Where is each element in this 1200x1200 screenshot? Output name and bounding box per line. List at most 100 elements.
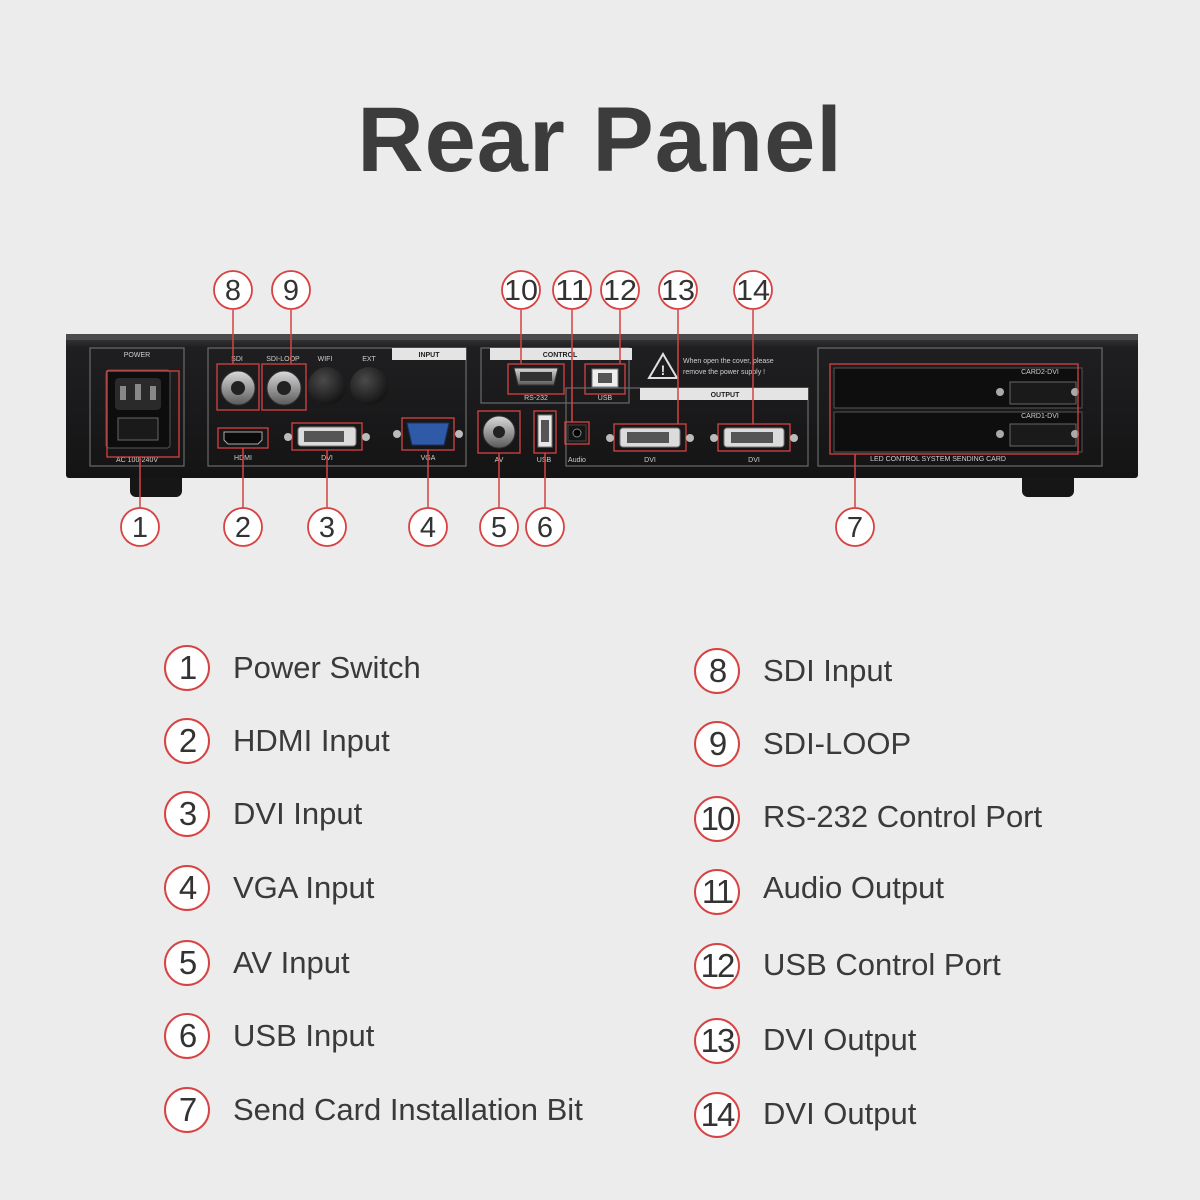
legend-number: 2 — [164, 718, 210, 764]
power-pin-center — [135, 384, 141, 400]
callout-circle-1 — [120, 507, 160, 547]
ext-label: EXT — [362, 356, 376, 363]
legend-label: RS-232 Control Port — [763, 799, 1043, 834]
dvi-output-2-screw-right — [790, 434, 798, 442]
callout-circle-8 — [213, 270, 253, 310]
power-panel — [89, 347, 185, 467]
warning-exclamation-icon: ! — [661, 362, 666, 378]
legend-number: 5 — [164, 940, 210, 986]
bottom-leader-lines — [139, 448, 856, 508]
usb-control-label: USB — [598, 395, 613, 402]
callout-box-12 — [584, 363, 626, 395]
power-pin-left — [120, 386, 126, 400]
ext-antenna-cap — [350, 367, 388, 405]
callout-circle-7 — [835, 507, 875, 547]
legend-number: 4 — [164, 865, 210, 911]
callout-box-7 — [829, 363, 1079, 455]
output-tab — [640, 388, 808, 400]
callout-circle-14 — [733, 270, 773, 310]
card2-label: CARD2-DVI — [1021, 369, 1059, 376]
legend-label: DVI Output — [763, 1022, 917, 1057]
dvi-output-1-label: DVI — [644, 457, 656, 464]
input-panel — [207, 347, 467, 467]
control-tab — [490, 348, 632, 360]
dvi-output-1-screw-right — [686, 434, 694, 442]
vga-screw-right — [455, 430, 463, 438]
callout-box-11 — [564, 421, 590, 445]
input-label: INPUT — [419, 352, 441, 359]
callout-number-3: 3 — [319, 512, 335, 544]
dvi-input-screw-right — [362, 433, 370, 441]
legend-label: AV Input — [233, 945, 350, 980]
power-label: POWER — [124, 352, 150, 359]
callout-circle-2 — [223, 507, 263, 547]
hdmi-port — [223, 431, 263, 445]
control-label: CONTROL — [543, 352, 578, 359]
dvi-input-pins — [304, 431, 344, 442]
callout-number-6: 6 — [537, 512, 553, 544]
legend-label: HDMI Input — [233, 723, 390, 758]
dvi-input-screw-left — [284, 433, 292, 441]
legend-label: SDI-LOOP — [763, 726, 912, 761]
callout-circle-4 — [408, 507, 448, 547]
chassis-top-edge — [66, 334, 1138, 340]
callout-box-10 — [507, 363, 565, 395]
bottom-callouts: 1 2 3 4 5 6 7 — [120, 507, 875, 547]
legend-number: 7 — [164, 1087, 210, 1133]
audio-label: Audio — [568, 457, 586, 464]
power-pin-right — [150, 386, 156, 400]
callout-circle-12 — [600, 270, 640, 310]
callout-number-12: 12 — [603, 275, 637, 307]
legend-number: 3 — [164, 791, 210, 837]
warning-line-1: When open the cover, please — [683, 358, 774, 365]
legend-number: 6 — [164, 1013, 210, 1059]
legend-label: USB Input — [233, 1018, 375, 1053]
warning-triangle-icon — [647, 352, 679, 379]
callout-circle-10 — [501, 270, 541, 310]
legend-number: 1 — [164, 645, 210, 691]
legend-number: 10 — [694, 796, 740, 842]
ac-label: AC 100-240V — [116, 457, 158, 464]
card2-plate — [1009, 381, 1077, 405]
legend-number: 13 — [694, 1018, 740, 1064]
vga-port — [406, 422, 450, 446]
legend-label: USB Control Port — [763, 947, 1001, 982]
callout-box-9 — [261, 363, 307, 411]
callout-number-13: 13 — [661, 275, 695, 307]
callout-number-2: 2 — [235, 512, 251, 544]
callout-box-14 — [717, 423, 791, 452]
sending-card-label: LED CONTROL SYSTEM SENDING CARD — [870, 456, 1006, 463]
power-switch — [117, 417, 159, 441]
input-tab — [392, 348, 466, 360]
wifi-antenna-cap — [308, 367, 346, 405]
sdi-loop-bnc-core — [277, 381, 291, 395]
callout-number-8: 8 — [225, 275, 241, 307]
dvi-output-2-label: DVI — [748, 457, 760, 464]
av-bnc-core — [493, 426, 505, 438]
usb-input-tongue — [541, 420, 549, 442]
callout-number-7: 7 — [847, 512, 863, 544]
callout-box-1 — [106, 370, 180, 458]
warning-line-2: remove the power supply ! — [683, 369, 765, 376]
vga-screw-left — [393, 430, 401, 438]
card1-label: CARD1-DVI — [1021, 413, 1059, 420]
legend-label: Power Switch — [233, 650, 421, 685]
legend-label: DVI Output — [763, 1096, 917, 1131]
legend-number: 14 — [694, 1092, 740, 1138]
page-title: Rear Panel — [357, 89, 843, 191]
rear-panel-diagram: POWER AC 100-240V INPUT SDI SDI-LOOP WIF… — [66, 270, 1138, 547]
legend-label: DVI Input — [233, 796, 363, 831]
callout-number-11: 11 — [555, 275, 589, 307]
callout-circle-9 — [271, 270, 311, 310]
callout-box-8 — [216, 363, 260, 411]
usb-input-label: USB — [537, 457, 552, 464]
rs232-pins — [520, 372, 552, 381]
legend-label: Send Card Installation Bit — [233, 1092, 583, 1127]
callout-number-10: 10 — [504, 275, 538, 307]
wifi-label: WIFI — [318, 356, 333, 363]
legend-number: 11 — [694, 869, 740, 915]
rs232-label: RS-232 — [524, 395, 548, 402]
sending-card-panel — [817, 347, 1103, 467]
sdi-loop-label: SDI-LOOP — [266, 356, 300, 363]
legend-label: Audio Output — [763, 870, 944, 905]
